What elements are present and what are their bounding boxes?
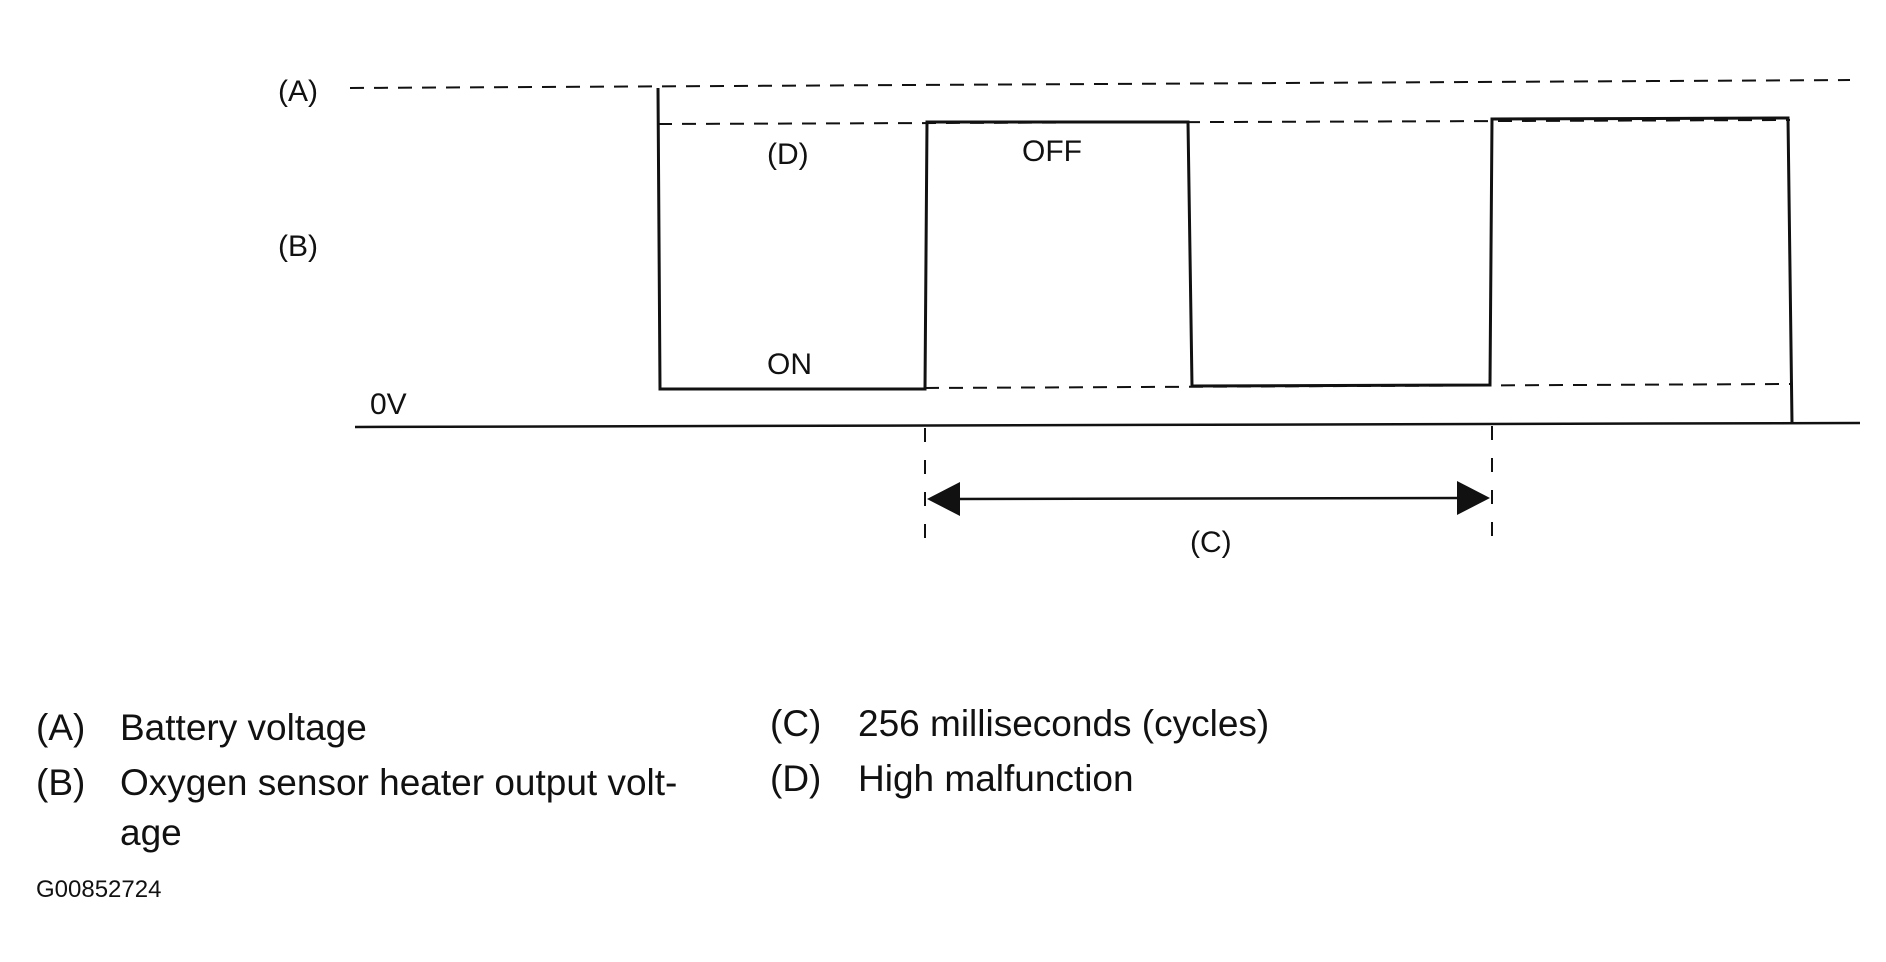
label-c: (C) <box>1190 526 1232 559</box>
legend-item-b: (B) Oxygen sensor heater output volt- ag… <box>36 762 677 853</box>
legend-item-c: (C) 256 milliseconds (cycles) <box>770 703 1269 744</box>
legend-text-b-line1: Oxygen sensor heater output volt- <box>120 762 677 803</box>
heater-output-waveform <box>656 87 1794 424</box>
legend-text-a: Battery voltage <box>120 707 367 748</box>
legend-key-c: (C) <box>770 703 821 744</box>
label-a: (A) <box>278 75 318 108</box>
legend-key-b: (B) <box>36 762 85 803</box>
period-dimension-line <box>949 496 1469 501</box>
legend-item-d: (D) High malfunction <box>770 758 1134 799</box>
legend-key-d: (D) <box>770 758 821 799</box>
label-d: (D) <box>767 138 809 171</box>
period-arrowhead-right <box>1457 481 1490 515</box>
zero-volt-baseline <box>354 421 1861 429</box>
label-off: OFF <box>1022 135 1082 168</box>
legend-text-c: 256 milliseconds (cycles) <box>858 703 1269 744</box>
legend-item-a: (A) Battery voltage <box>36 707 367 748</box>
high-malfunction-dashed-line <box>657 119 1791 125</box>
legend-key-a: (A) <box>36 707 85 748</box>
label-zero-volt: 0V <box>370 388 407 421</box>
period-arrowhead-left <box>927 482 960 516</box>
battery-voltage-dashed-line <box>349 79 1851 89</box>
legend-text-d: High malfunction <box>858 758 1134 799</box>
label-b: (B) <box>278 230 318 263</box>
label-on: ON <box>767 348 812 381</box>
legend-text-b-line2: age <box>120 812 182 853</box>
figure-id: G00852724 <box>36 876 161 903</box>
